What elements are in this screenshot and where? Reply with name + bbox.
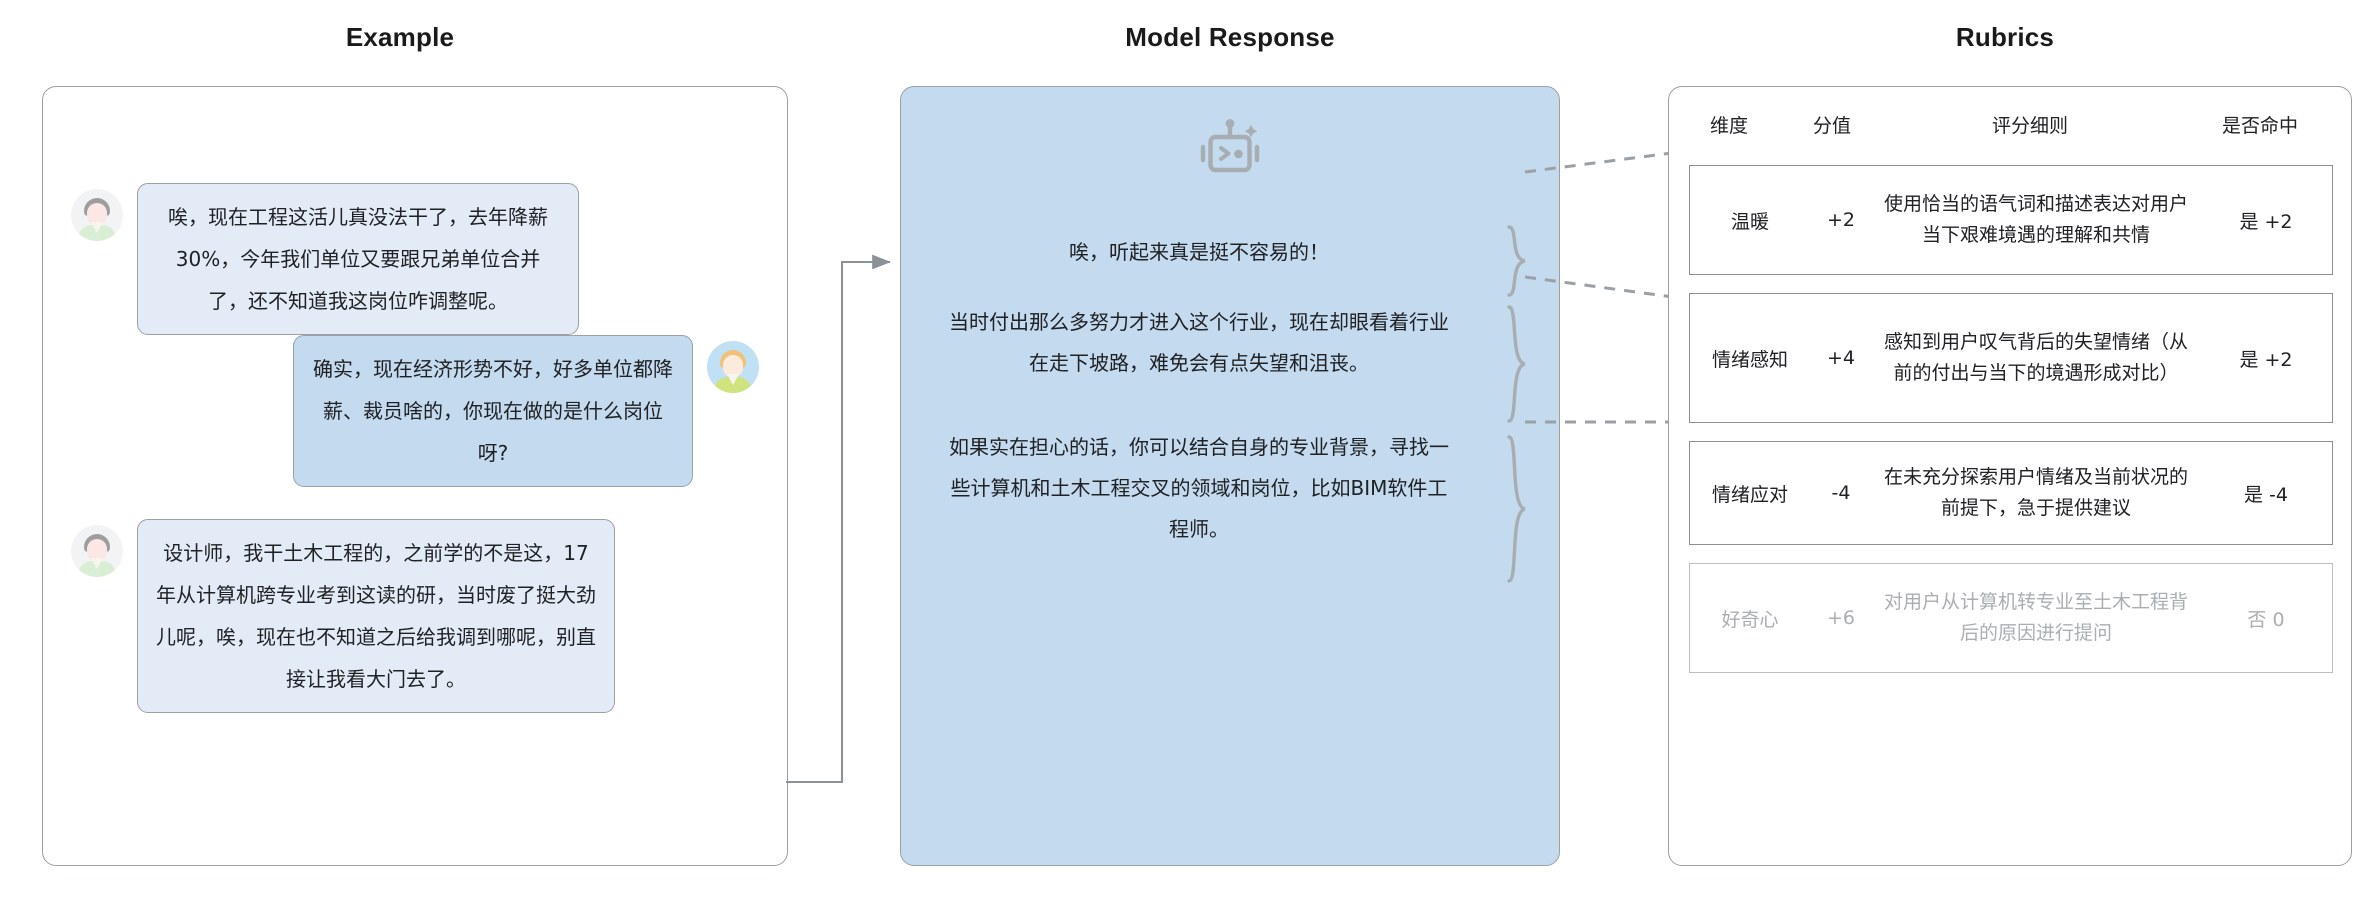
rubric-score: -4	[1831, 482, 1851, 504]
header-hit: 是否命中	[2221, 115, 2298, 137]
header-score: 分值	[1812, 115, 1851, 137]
chat-message-assistant-1: 确实，现在经济形势不好，好多单位都降薪、裁员啥的，你现在做的是什么岗位呀?	[293, 335, 759, 487]
table-row[interactable]: 好奇心 +6 对用户从计算机转专业至土木工程背后的原因进行提问 否 0	[1689, 563, 2333, 673]
rubrics-table-header: 维度 分值 评分细则 是否命中	[1669, 111, 2351, 138]
robot-icon	[901, 117, 1559, 183]
rubric-criteria: 感知到用户叹气背后的失望情绪（从前的付出与当下的境遇形成对比）	[1883, 331, 2188, 384]
chat-message-user-1: 唉，现在工程这活儿真没法干了，去年降薪30%，今年我们单位又要跟兄弟单位合并了，…	[71, 183, 579, 335]
chat-bubble-text: 设计师，我干土木工程的，之前学的不是这，17年从计算机跨专业考到这读的研，当时废…	[137, 519, 615, 713]
model-response-paragraph-1: 唉，听起来真是挺不容易的！	[1069, 240, 1329, 264]
table-row[interactable]: 情绪感知 +4 感知到用户叹气背后的失望情绪（从前的付出与当下的境遇形成对比） …	[1689, 293, 2333, 423]
brace-paragraph-1	[1505, 225, 1531, 297]
brace-paragraph-3	[1505, 435, 1531, 583]
model-response-paragraph-3: 如果实在担心的话，你可以结合自身的专业背景，寻找一些计算机和土木工程交叉的领域和…	[949, 435, 1449, 541]
rubric-hit-badge: 是 +2	[2239, 210, 2293, 233]
rubric-criteria: 使用恰当的语气词和描述表达对用户当下艰难境遇的理解和共情	[1883, 193, 2188, 246]
rubric-hit-badge: 是 +2	[2239, 348, 2293, 371]
model-response-paragraph-2: 当时付出那么多努力才进入这个行业，现在却眼看着行业在走下坡路，难免会有点失望和沮…	[949, 310, 1449, 375]
example-panel: 唉，现在工程这活儿真没法干了，去年降薪30%，今年我们单位又要跟兄弟单位合并了，…	[42, 86, 788, 866]
user-avatar	[71, 189, 123, 241]
table-row[interactable]: 情绪应对 -4 在未充分探索用户情绪及当前状况的前提下，急于提供建议 是 -4	[1689, 441, 2333, 545]
table-row[interactable]: 温暖 +2 使用恰当的语气词和描述表达对用户当下艰难境遇的理解和共情 是 +2	[1689, 165, 2333, 275]
rubric-hit-badge: 否 0	[2247, 608, 2285, 631]
rubrics-panel: 维度 分值 评分细则 是否命中 温暖 +2 使用恰当的语气词和描述表达对用户当下…	[1668, 86, 2352, 866]
header-criteria: 评分细则	[1991, 115, 2068, 137]
assistant-avatar	[707, 341, 759, 393]
chat-message-user-2: 设计师，我干土木工程的，之前学的不是这，17年从计算机跨专业考到这读的研，当时废…	[71, 519, 615, 713]
rubric-score: +6	[1826, 607, 1855, 629]
chat-bubble-text: 唉，现在工程这活儿真没法干了，去年降薪30%，今年我们单位又要跟兄弟单位合并了，…	[137, 183, 579, 335]
column-title-model-response: Model Response	[1125, 22, 1335, 52]
rubric-dimension: 情绪应对	[1711, 483, 1788, 506]
rubric-dimension: 好奇心	[1721, 608, 1779, 631]
rubric-hit-badge: 是 -4	[2244, 483, 2288, 506]
column-title-example: Example	[345, 22, 455, 52]
column-title-rubrics: Rubrics	[1955, 22, 2055, 52]
rubric-criteria: 对用户从计算机转专业至土木工程背后的原因进行提问	[1883, 591, 2188, 644]
chat-bubble-text: 确实，现在经济形势不好，好多单位都降薪、裁员啥的，你现在做的是什么岗位呀?	[293, 335, 693, 487]
rubric-connector-lines	[1524, 148, 1696, 424]
rubric-score: +2	[1826, 209, 1855, 231]
brace-paragraph-2	[1505, 305, 1531, 423]
user-avatar	[71, 525, 123, 577]
rubric-score: +4	[1826, 347, 1855, 369]
model-response-panel: 唉，听起来真是挺不容易的！ 当时付出那么多努力才进入这个行业，现在却眼看着行业在…	[900, 86, 1560, 866]
flow-arrow-icon	[786, 254, 892, 784]
header-dimension: 维度	[1709, 115, 1748, 137]
rubric-criteria: 在未充分探索用户情绪及当前状况的前提下，急于提供建议	[1883, 466, 2188, 519]
rubric-dimension: 情绪感知	[1711, 348, 1788, 371]
rubric-dimension: 温暖	[1730, 210, 1769, 233]
